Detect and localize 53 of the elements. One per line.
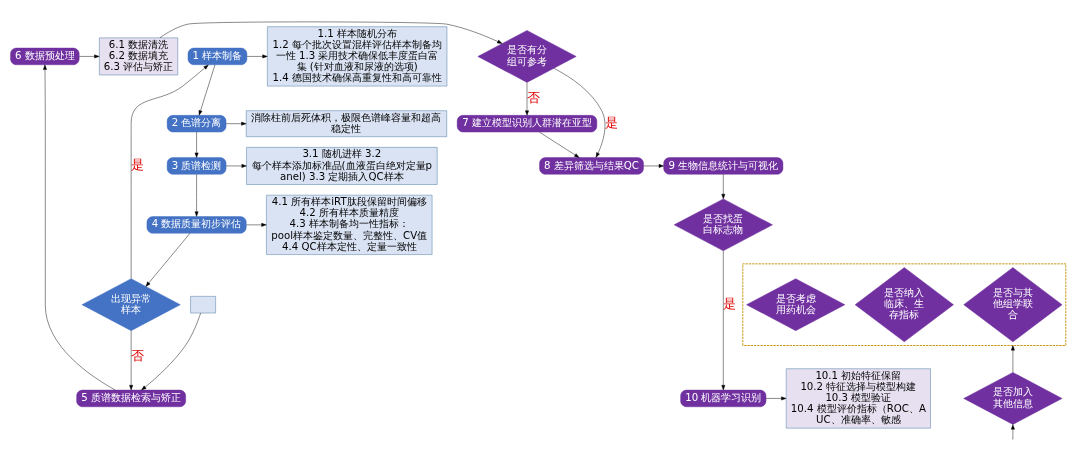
node-box: 6 数据预处理 [10, 47, 80, 65]
node-diamond: 是否找蛋白标志物 [673, 198, 773, 251]
node-diamond: 出现异常样本 [81, 277, 181, 331]
arrow [141, 312, 201, 390]
edge-label: 是 [131, 156, 145, 172]
arrow [198, 64, 216, 115]
node-diamond: 是否纳入临床、生存指标 [854, 266, 954, 342]
arrow [539, 131, 580, 158]
edge-label: 否 [527, 89, 540, 105]
node-box: 1 样本制备 [187, 47, 248, 65]
arrow [225, 163, 247, 168]
edge-label: 是 [605, 114, 619, 130]
node-box: 4 数据质量初步评估 [146, 215, 247, 233]
node-box: 10.1 初始特征保留 10.2 特征选择与模型构建 10.3 模型验证 10.4 模型评价指标（ROC、AUC、准确率、敏感 [785, 368, 931, 428]
arrow [225, 121, 247, 126]
arrow [1011, 344, 1015, 373]
node-box: 7 建立模型识别人群潜在亚型 [456, 114, 598, 132]
node-diamond: 是否考虑用药机会 [746, 277, 846, 331]
arrow [525, 81, 529, 115]
arrow [43, 64, 116, 390]
arrow [1011, 423, 1015, 439]
node-box: 4.1 所有样本iRT肽段保留时间偏移 4.2 所有样本质量精度 4.3 样本制备均一性指标：pool样本鉴定数量、完整性、CV值 4.4 QC样本定性、定量一致性 [266, 194, 433, 255]
node-diamond: 是否加入其他信息 [963, 371, 1063, 425]
arrow [194, 131, 199, 158]
edge-label: 是 [723, 295, 737, 311]
edge-label: 否 [131, 347, 145, 363]
node-box: 2 色谱分离 [166, 114, 227, 132]
node-box: 3.1 随机进样 3.2 每个样本添加标准品(血液蛋白绝对定量panel) 3.3 定期插入QC样本 [246, 146, 438, 185]
node-box: 消除柱前后死体积，极限色谱峰容量和超高稳定性 [246, 109, 447, 137]
node-box: 3 质谱检测 [166, 156, 227, 174]
arrow [643, 163, 664, 168]
arrow [765, 396, 787, 400]
node-box: 1.1 样本随机分布 1.2 每个批次设置混样评估样本制备均一性 1.3 采用技术确保低丰度蛋白富集 (针对血液和尿液的选项) 1.4 德国技术确保高重复性和高可靠性 [267, 26, 448, 86]
arrow [130, 64, 209, 279]
node-diamond: 是否有分组可参考 [477, 29, 577, 83]
node-box: 5 质谱数据检索与矫正 [76, 389, 186, 407]
node-box: 10 机器学习识别 [680, 389, 767, 407]
arrow [553, 67, 606, 158]
cluster [742, 262, 1067, 346]
arrow [721, 250, 726, 390]
arrow [246, 222, 267, 227]
arrow [194, 173, 199, 217]
arrow [246, 54, 268, 58]
node-diamond: 是否与其他组学联合 [963, 266, 1063, 342]
arrow [721, 173, 726, 199]
arrow [79, 54, 100, 58]
node-box: 6.1 数据清洗 6.2 数据填充 6.3 评估与矫正 [99, 37, 178, 75]
arrow [129, 330, 133, 390]
node-box [190, 295, 216, 313]
arrow [159, 21, 503, 44]
arrow [145, 232, 191, 287]
node-box: 9 生物信息统计与可视化 [663, 156, 784, 174]
node-box: 8 差异筛选与结果QC [539, 156, 644, 174]
